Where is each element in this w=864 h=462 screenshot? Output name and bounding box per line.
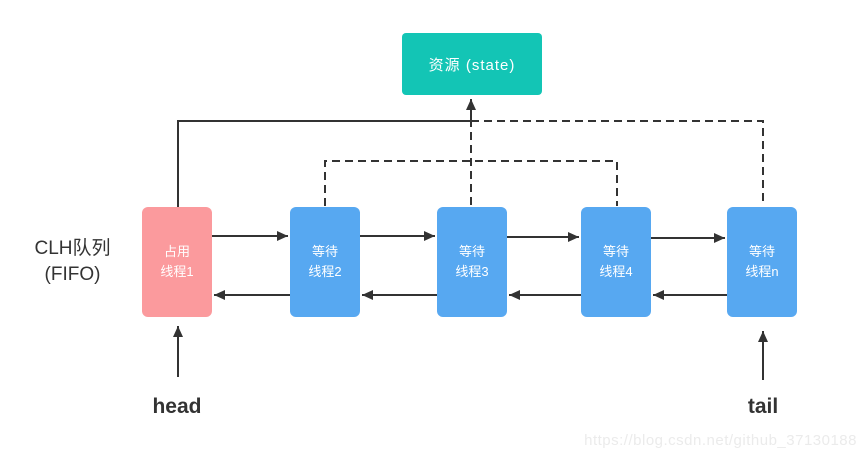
tail-label: tail <box>747 395 779 418</box>
node-waiting-threadn: 等待 线程n <box>727 207 797 317</box>
node-occupying-thread1: 占用 线程1 <box>142 207 212 317</box>
node-waiting-thread2: 等待 线程2 <box>290 207 360 317</box>
node-waiting-thread4: 等待 线程4 <box>581 207 651 317</box>
dashed-threadn-to-resource <box>471 120 764 206</box>
node-waiting-thread3: 等待 线程3 <box>437 207 507 317</box>
head-label: head <box>152 395 202 418</box>
clh-queue-label-line2: (FIFO) <box>44 263 101 285</box>
resource-state-box: 资源 (state) <box>402 33 542 95</box>
connector-thread1-to-resource <box>177 120 471 207</box>
watermark: https://blog.csdn.net/github_37130188 <box>584 432 857 449</box>
clh-queue-label-line1: CLH队列 <box>34 238 111 259</box>
clh-queue-label: CLH队列 (FIFO) <box>10 236 135 287</box>
